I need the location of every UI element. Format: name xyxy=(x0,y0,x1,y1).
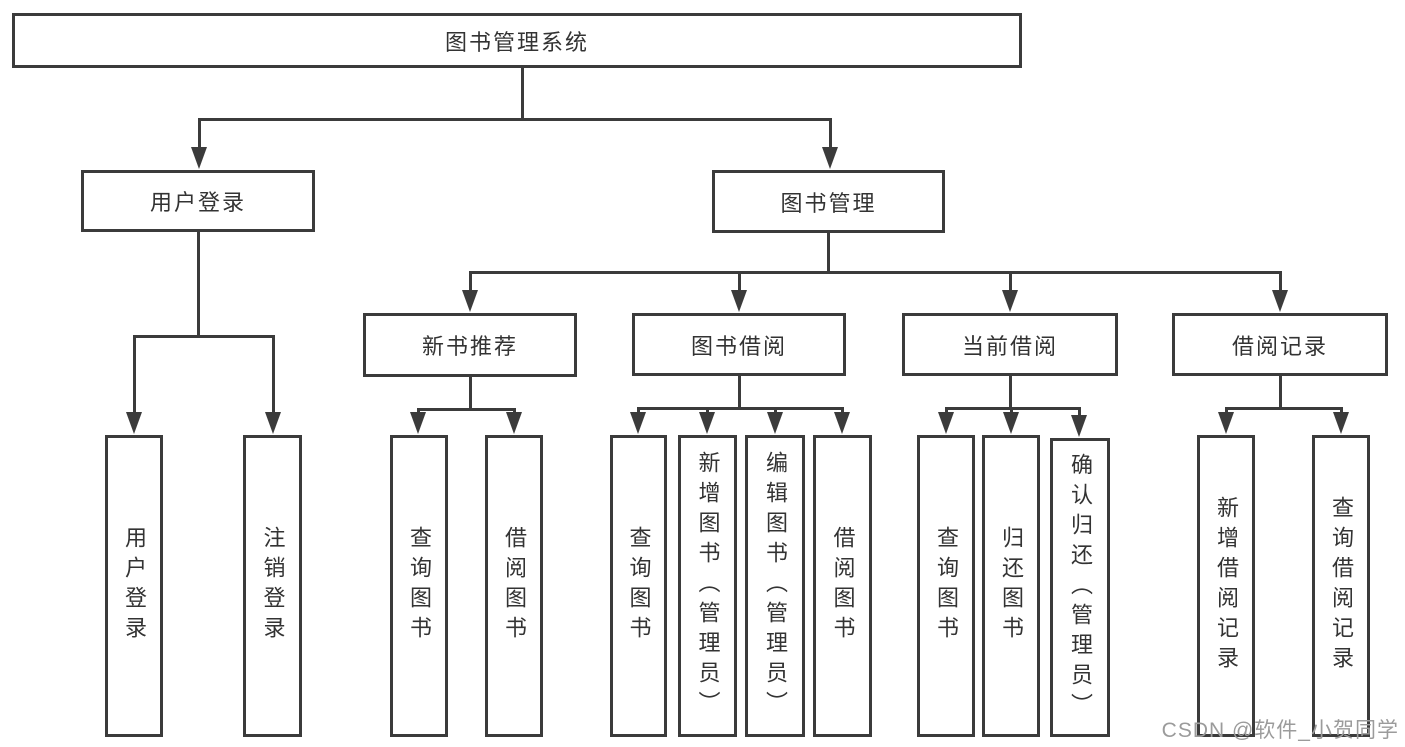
book-management-fork-drop-0-arrowhead-icon xyxy=(462,290,478,312)
node-label-book-management: 图书管理 xyxy=(780,190,877,216)
node-borrow-book-recommend: 借阅图书 xyxy=(485,435,543,737)
borrow-records-fork-bar xyxy=(1224,407,1343,410)
node-book-management: 图书管理 xyxy=(712,170,945,233)
book-management-fork-stem xyxy=(826,233,830,274)
book-borrow-fork-drop-0-arrowhead-icon xyxy=(630,412,646,434)
user-login-fork-stem xyxy=(196,232,200,338)
node-label-query-book-current: 查询图书 xyxy=(934,526,959,646)
node-edit-book-admin: 编辑图书（管理员） xyxy=(745,435,805,737)
node-borrow-records: 借阅记录 xyxy=(1172,313,1388,376)
node-label-edit-book-admin: 编辑图书（管理员） xyxy=(763,451,788,721)
root-fork-stem xyxy=(520,68,524,121)
node-label-borrow-book-recommend: 借阅图书 xyxy=(502,526,527,646)
node-confirm-return-admin: 确认归还（管理员） xyxy=(1050,438,1110,737)
watermark: CSDN @软件_小贺同学 xyxy=(1161,719,1399,742)
book-borrow-fork-bar xyxy=(636,407,844,410)
node-query-borrow-record: 查询借阅记录 xyxy=(1312,435,1370,737)
book-management-fork-drop-1 xyxy=(737,271,741,295)
book-management-fork-drop-3-arrowhead-icon xyxy=(1272,290,1288,312)
current-borrow-fork-drop-2 xyxy=(1077,407,1081,420)
node-return-book: 归还图书 xyxy=(982,435,1040,737)
node-add-borrow-record: 新增借阅记录 xyxy=(1197,435,1255,737)
node-label-query-book-borrow: 查询图书 xyxy=(626,526,652,646)
node-label-return-book: 归还图书 xyxy=(999,526,1024,646)
node-query-book-current: 查询图书 xyxy=(917,435,975,737)
current-borrow-fork-drop-0-arrowhead-icon xyxy=(938,412,954,434)
node-user-login: 用户登录 xyxy=(81,170,315,232)
node-label-user-login: 用户登录 xyxy=(149,190,246,215)
node-label-logout-leaf: 注销登录 xyxy=(260,526,286,646)
book-management-fork-bar xyxy=(468,271,1282,274)
book-management-fork-drop-1-arrowhead-icon xyxy=(731,290,747,312)
node-new-book-recommend: 新书推荐 xyxy=(363,313,577,377)
node-logout-leaf: 注销登录 xyxy=(243,435,302,737)
user-login-fork-drop-0-arrowhead-icon xyxy=(126,412,142,434)
borrow-records-fork-stem xyxy=(1278,376,1282,410)
book-borrow-fork-drop-3-arrowhead-icon xyxy=(834,412,850,434)
book-management-fork-drop-0 xyxy=(468,271,472,295)
node-label-confirm-return-admin: 确认归还（管理员） xyxy=(1068,452,1093,723)
node-label-borrow-records: 借阅记录 xyxy=(1231,333,1328,359)
book-management-fork-drop-2 xyxy=(1008,271,1012,295)
current-borrow-fork-stem xyxy=(1008,376,1012,410)
book-borrow-fork-drop-2-arrowhead-icon xyxy=(767,412,783,434)
root-fork-drop-0-arrowhead-icon xyxy=(191,147,207,169)
root-fork-drop-0 xyxy=(197,118,201,152)
node-label-add-book-admin: 新增图书（管理员） xyxy=(695,451,721,721)
user-login-fork-bar xyxy=(132,335,275,338)
node-current-borrow: 当前借阅 xyxy=(902,313,1118,376)
node-book-borrow: 图书借阅 xyxy=(632,313,846,376)
user-login-fork-drop-1 xyxy=(271,335,275,417)
borrow-records-fork-drop-1-arrowhead-icon xyxy=(1333,412,1349,434)
new-book-fork-drop-0-arrowhead-icon xyxy=(410,412,426,434)
node-label-new-book-recommend: 新书推荐 xyxy=(421,334,518,359)
book-borrow-fork-stem xyxy=(737,376,741,410)
new-book-fork-drop-1-arrowhead-icon xyxy=(506,412,522,434)
node-label-borrow-book-leaf: 借阅图书 xyxy=(830,526,856,646)
node-query-book-recommend: 查询图书 xyxy=(390,435,448,737)
node-label-book-borrow: 图书借阅 xyxy=(690,333,787,359)
new-book-fork-stem xyxy=(468,377,472,411)
book-management-fork-drop-2-arrowhead-icon xyxy=(1002,290,1018,312)
root-fork-drop-1 xyxy=(828,118,832,152)
node-label-current-borrow: 当前借阅 xyxy=(961,333,1058,359)
root-fork-drop-1-arrowhead-icon xyxy=(822,147,838,169)
book-management-fork-drop-3 xyxy=(1278,271,1282,295)
node-root: 图书管理系统 xyxy=(12,13,1022,68)
node-add-book-admin: 新增图书（管理员） xyxy=(678,435,737,737)
node-label-add-borrow-record: 新增借阅记录 xyxy=(1214,496,1239,676)
user-login-fork-drop-1-arrowhead-icon xyxy=(265,412,281,434)
borrow-records-fork-drop-0-arrowhead-icon xyxy=(1218,412,1234,434)
root-fork-bar xyxy=(197,118,832,121)
new-book-fork-bar xyxy=(416,408,516,411)
current-borrow-fork-bar xyxy=(944,407,1081,410)
node-label-root: 图书管理系统 xyxy=(444,29,589,55)
current-borrow-fork-drop-1-arrowhead-icon xyxy=(1003,412,1019,434)
node-user-login-leaf: 用户登录 xyxy=(105,435,163,737)
book-borrow-fork-drop-1-arrowhead-icon xyxy=(699,412,715,434)
node-label-query-book-recommend: 查询图书 xyxy=(407,526,432,646)
user-login-fork-drop-0 xyxy=(132,335,136,417)
node-query-book-borrow: 查询图书 xyxy=(610,435,667,737)
node-label-query-borrow-record: 查询借阅记录 xyxy=(1329,496,1354,676)
node-label-user-login-leaf: 用户登录 xyxy=(122,526,147,646)
current-borrow-fork-drop-2-arrowhead-icon xyxy=(1071,415,1087,437)
node-borrow-book-leaf: 借阅图书 xyxy=(813,435,872,737)
